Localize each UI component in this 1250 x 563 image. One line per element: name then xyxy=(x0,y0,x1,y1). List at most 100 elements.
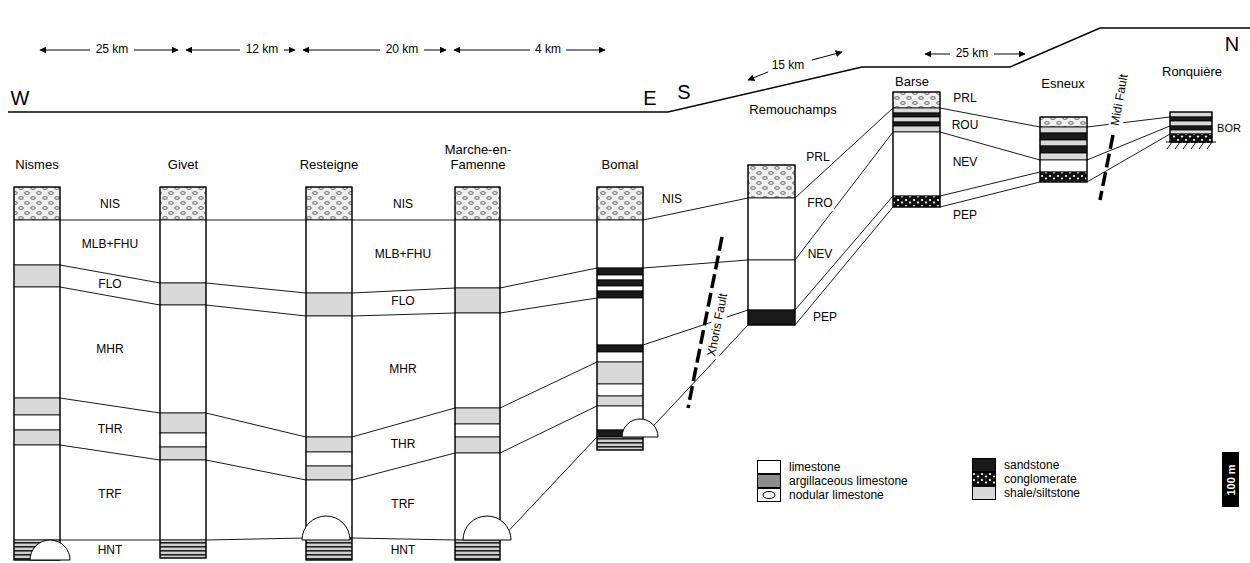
lithology-band xyxy=(306,538,352,560)
lithology-band xyxy=(597,298,643,345)
lithology-band xyxy=(893,92,940,108)
formation-code: TRF xyxy=(96,488,123,502)
correlation-line xyxy=(206,305,306,316)
direction-letter: E xyxy=(641,87,658,110)
direction-letter: N xyxy=(1223,33,1241,56)
column-outline xyxy=(1170,112,1212,142)
formation-code: MLB+FHU xyxy=(373,248,433,262)
formation-code: THR xyxy=(96,423,125,437)
lithology-band xyxy=(1040,160,1087,172)
legend-entry: shale/siltstone xyxy=(972,486,1080,500)
correlation-line xyxy=(643,198,748,220)
lithology-band xyxy=(160,305,206,413)
legend-text: sandstone xyxy=(1004,458,1059,472)
legend-swatch xyxy=(757,474,781,488)
lithology-band xyxy=(893,132,940,196)
correlation-line xyxy=(940,182,1040,207)
formation-code: PRL xyxy=(804,151,831,165)
correlation-line xyxy=(1087,117,1170,127)
lithology-band xyxy=(14,430,60,445)
legend-symbol xyxy=(757,488,781,502)
lithology-band xyxy=(597,384,643,396)
correlation-line xyxy=(206,283,306,293)
lithology-band xyxy=(160,283,206,305)
legend-swatch xyxy=(757,460,781,474)
lithology-band xyxy=(306,437,352,452)
column-outline xyxy=(306,187,352,560)
distance-arrow xyxy=(40,50,90,51)
lithology-band xyxy=(1040,153,1087,160)
correlation-line xyxy=(60,540,160,541)
section-name: Esneux xyxy=(1039,77,1086,92)
column-outline xyxy=(160,187,206,558)
lithology-band xyxy=(1170,117,1212,121)
section-name: Givet xyxy=(166,158,200,173)
scale-bar: 100 m xyxy=(1222,452,1239,507)
formation-code: BOR xyxy=(1215,122,1243,135)
fault-label: Midi Fault xyxy=(1108,71,1131,129)
mound-symbol xyxy=(622,419,658,437)
formation-code: PEP xyxy=(951,209,979,223)
strat-column xyxy=(893,92,940,207)
correlation-line xyxy=(643,310,748,345)
lithology-band xyxy=(893,117,940,122)
lithology-band xyxy=(893,113,940,117)
formation-code: PEP xyxy=(811,311,839,325)
legend-entry: conglomerate xyxy=(972,472,1077,486)
formation-code: TRF xyxy=(389,498,416,512)
strat-column xyxy=(306,187,352,560)
lithology-band xyxy=(14,398,60,415)
lithology-band xyxy=(1170,134,1212,142)
correlation-line xyxy=(795,132,893,260)
lithology-band xyxy=(597,396,643,406)
lithology-band xyxy=(597,220,643,268)
lithology-band xyxy=(14,265,60,287)
lithology-band xyxy=(306,220,352,293)
legend-text: argillaceous limestone xyxy=(789,474,908,488)
correlation-line xyxy=(500,406,597,453)
formation-code: MHR xyxy=(387,363,418,377)
lithology-band xyxy=(455,187,500,220)
mound-symbol xyxy=(302,516,350,540)
lithology-band xyxy=(455,313,500,408)
correlation-line xyxy=(500,268,597,288)
correlation-line xyxy=(352,288,455,293)
distance-label: 25 km xyxy=(954,47,991,61)
correlation-line xyxy=(500,220,597,221)
lithology-band xyxy=(748,260,795,310)
direction-letter: W xyxy=(9,87,32,110)
column-outline xyxy=(14,187,60,560)
formation-code: FLO xyxy=(96,278,123,292)
lithology-band xyxy=(1040,117,1087,127)
lithology-band xyxy=(893,126,940,132)
section-name: Remouchamps xyxy=(747,103,838,118)
legend-swatch xyxy=(972,458,996,472)
lithology-band xyxy=(597,268,643,275)
correlation-line xyxy=(940,172,1040,196)
lithology-band xyxy=(1170,130,1212,134)
legend-entry: argillaceous limestone xyxy=(757,474,908,488)
legend-entry: limestone xyxy=(757,460,840,474)
legend-entry: sandstone xyxy=(972,458,1059,472)
mound-symbol xyxy=(463,516,511,540)
correlation-line xyxy=(206,538,306,540)
lithology-band xyxy=(597,352,643,362)
distance-label: 12 km xyxy=(244,43,281,57)
lithology-band xyxy=(455,408,500,424)
lithology-band xyxy=(1040,172,1087,182)
correlation-line xyxy=(795,196,893,310)
lithology-band xyxy=(160,447,206,460)
formation-code: NIS xyxy=(98,198,122,212)
lithology-band xyxy=(748,165,795,198)
lithology-band xyxy=(748,198,795,260)
distance-arrow xyxy=(994,54,1025,55)
correlation-line xyxy=(60,220,160,221)
lithology-band xyxy=(455,220,500,288)
distance-arrow xyxy=(566,50,605,51)
formation-code: HNT xyxy=(96,544,125,558)
legend-text: nodular limestone xyxy=(789,488,884,502)
section-name: Bomal xyxy=(600,158,641,173)
formation-code: THR xyxy=(389,438,418,452)
strat-column xyxy=(14,187,60,560)
lithology-band xyxy=(455,288,500,313)
